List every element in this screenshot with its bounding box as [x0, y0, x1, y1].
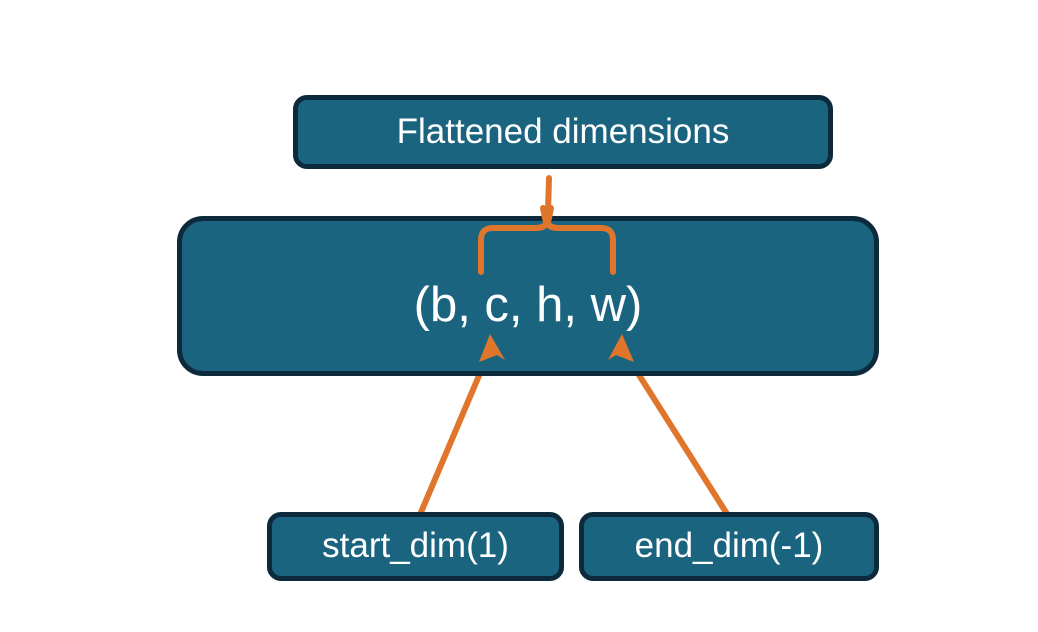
node-start-dim-label: start_dim(1) [322, 526, 509, 566]
node-start-dim[interactable]: start_dim(1) [267, 512, 564, 581]
node-end-dim[interactable]: end_dim(-1) [579, 512, 879, 581]
brace-stem [545, 175, 552, 215]
node-flattened-dimensions-label: Flattened dimensions [396, 111, 730, 151]
node-end-dim-label: end_dim(-1) [634, 526, 824, 566]
node-tensor-shape[interactable]: (b, c, h, w) [177, 216, 879, 376]
node-tensor-shape-label: (b, c, h, w) [413, 278, 643, 333]
node-flattened-dimensions[interactable]: Flattened dimensions [293, 95, 833, 169]
